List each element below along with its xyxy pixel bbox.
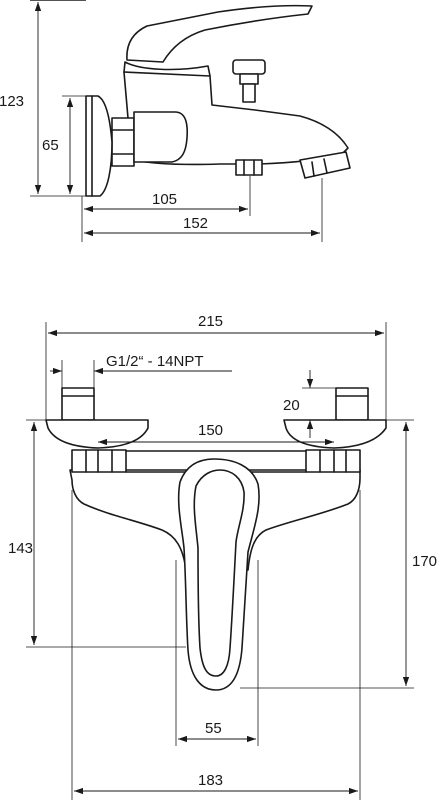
dim-wall-to-spout: 152 [183, 215, 208, 232]
side-bottom-connector [235, 159, 263, 176]
dim-flange-height: 65 [42, 137, 59, 154]
front-right-rosette [283, 419, 387, 449]
front-view: 215 G1/2“ - 14NPT 20 150 143 170 55 [8, 313, 437, 800]
side-wall-flange [85, 95, 113, 197]
dim-connector-height: 20 [283, 397, 300, 414]
front-left-rosette [45, 419, 149, 449]
dim-thread-spec: G1/2“ - 14NPT [106, 353, 204, 370]
dim-body-height: 143 [8, 540, 33, 557]
dim-total-height: 170 [412, 553, 437, 570]
dim-wall-to-diverter: 105 [152, 191, 177, 208]
dim-overall-height: 123 [0, 93, 24, 110]
front-left-connector [71, 449, 127, 473]
front-lever-handle [177, 458, 260, 691]
side-view: 123 65 105 152 [0, 0, 351, 242]
dim-body-width: 183 [198, 772, 223, 789]
side-lever-handle [126, 4, 313, 63]
front-right-connector [305, 449, 361, 473]
front-left-nut [61, 387, 95, 421]
dim-overall-width: 215 [198, 313, 223, 330]
dim-inlet-spacing: 150 [198, 422, 223, 439]
side-diverter-knob [232, 59, 266, 75]
dim-handle-width: 55 [205, 720, 222, 737]
side-eccentric-connector [111, 117, 135, 167]
front-right-nut [335, 387, 369, 421]
